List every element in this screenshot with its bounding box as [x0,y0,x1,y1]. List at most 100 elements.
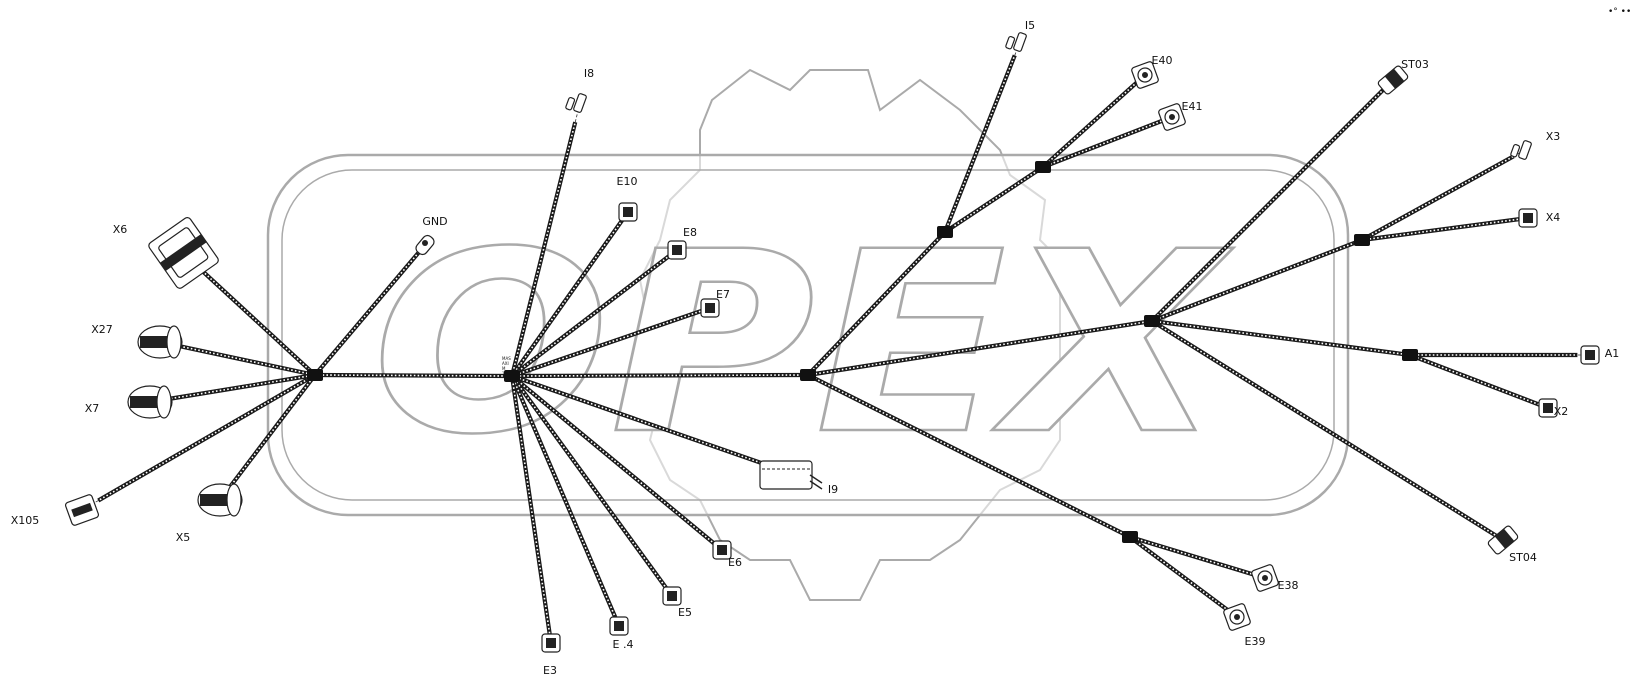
label-x4: X4 [1546,211,1561,224]
wire-H9-E38 [1127,534,1268,581]
wire-braid-H1-X7 [149,374,316,403]
hub-note-line: 10 [502,371,508,376]
connector-x6[interactable] [147,216,220,290]
hub-note-line: AXI [502,361,509,366]
wire-H4-ST03 [1149,77,1396,324]
watermark-text: OPEX [372,198,1233,489]
label-e40: E40 [1152,54,1173,67]
wire-H2-E6 [509,373,725,553]
label-st03: ST03 [1401,58,1429,71]
connector-x27[interactable] [137,325,183,359]
wire-braid-H1-GND [314,244,426,376]
connector-e7[interactable] [700,298,720,318]
wire-H2-E4 [509,373,622,629]
wire-braid-H1-H2 [314,374,513,377]
wire-braid-H7-X4 [1361,217,1529,241]
connector-e40[interactable] [1131,61,1159,89]
wire-braid-H4-H7 [1151,239,1363,322]
connector-e3[interactable] [541,633,561,653]
connector-x105[interactable] [64,494,100,526]
watermark-logo: OPEX [266,68,1350,601]
hub-H4 [1144,315,1160,327]
hub-note-line: MAS [502,356,511,361]
wire-layer [79,39,1593,646]
wire-braid-H2-E10 [511,211,629,377]
label-x105: X105 [11,514,40,527]
label-e41: E41 [1182,100,1203,113]
connector-e41[interactable] [1158,103,1186,131]
wire-braid-H2-E3 [511,375,552,644]
connector-i5[interactable] [1005,32,1027,52]
hub-H8 [1402,349,1418,361]
wire-H2-E5 [509,373,675,599]
wire-H2-H3 [509,372,811,379]
label-e5: E5 [678,606,692,619]
wire-braid-H6-E40 [1042,74,1146,168]
connector-x5[interactable] [197,483,243,517]
wire-braid-H2-I8 [511,102,581,377]
hub-H1 [307,369,323,381]
wire-braid-H2-E8 [511,249,678,377]
wire-braid-H6-E41 [1042,116,1173,168]
wire-H1-X27 [157,339,318,378]
hub-H7 [1354,234,1370,246]
connector-x3[interactable] [1510,140,1532,160]
connector-x2[interactable] [1538,398,1558,418]
connector-layer [64,32,1600,653]
connector-e10[interactable] [618,202,638,222]
hub-H3 [800,369,816,381]
label-e4: E .4 [613,638,634,651]
connector-i8[interactable] [565,93,587,113]
label-st04: ST04 [1509,551,1537,564]
connector-x7[interactable] [127,385,173,419]
watermark-badge-outer [266,153,1350,517]
connector-a1[interactable] [1580,345,1600,365]
wire-braid-H5-H6 [944,166,1044,233]
label-x3: X3 [1546,130,1561,143]
label-i5: I5 [1025,19,1035,32]
wire-braid-H7-X3 [1361,149,1526,241]
wire-H1-X5 [217,372,318,503]
connector-e38[interactable] [1251,564,1279,592]
connector-e8[interactable] [667,240,687,260]
wire-braid-H8-X2 [1409,354,1549,409]
corner-mark: •° •• [1608,7,1631,17]
label-a1: A1 [1605,347,1620,360]
label-e10: E10 [617,175,638,188]
connector-st04[interactable] [1487,525,1519,555]
connector-st03[interactable] [1377,65,1409,95]
hub-note-line: M [502,366,506,371]
label-e38: E38 [1278,579,1299,592]
label-e3: E3 [543,664,557,677]
wire-braid-H9-E39 [1129,536,1238,618]
label-i8: I8 [584,67,594,80]
connector-e4[interactable] [609,616,629,636]
label-x7: X7 [85,402,100,415]
hub-H2 [504,370,520,382]
hub-layer [307,161,1418,543]
wire-braid-H3-H9 [807,374,1131,538]
wire-braid-H1-X105 [81,374,316,511]
label-x2: X2 [1554,405,1569,418]
connector-e39[interactable] [1223,603,1251,631]
label-x5: X5 [176,531,191,544]
connector-e5[interactable] [662,586,682,606]
wire-braid-H1-X6 [184,254,316,376]
label-x27: X27 [91,323,113,336]
label-e6: E6 [728,556,742,569]
connector-i9[interactable] [759,460,823,490]
label-i9: I9 [828,483,838,496]
connector-gnd[interactable] [414,233,436,256]
connector-e6[interactable] [712,540,732,560]
wire-braid-H4-H8 [1151,320,1411,356]
wire-braid-H4-ST04 [1151,320,1504,541]
watermark-badge-inner [281,169,1335,501]
label-e39: E39 [1245,635,1266,648]
connector-x4[interactable] [1518,208,1538,228]
wire-braid-H3-H4 [807,320,1153,376]
wire-H5-I5 [942,39,1023,235]
hub-H5 [937,226,953,238]
hub-H9 [1122,531,1138,543]
